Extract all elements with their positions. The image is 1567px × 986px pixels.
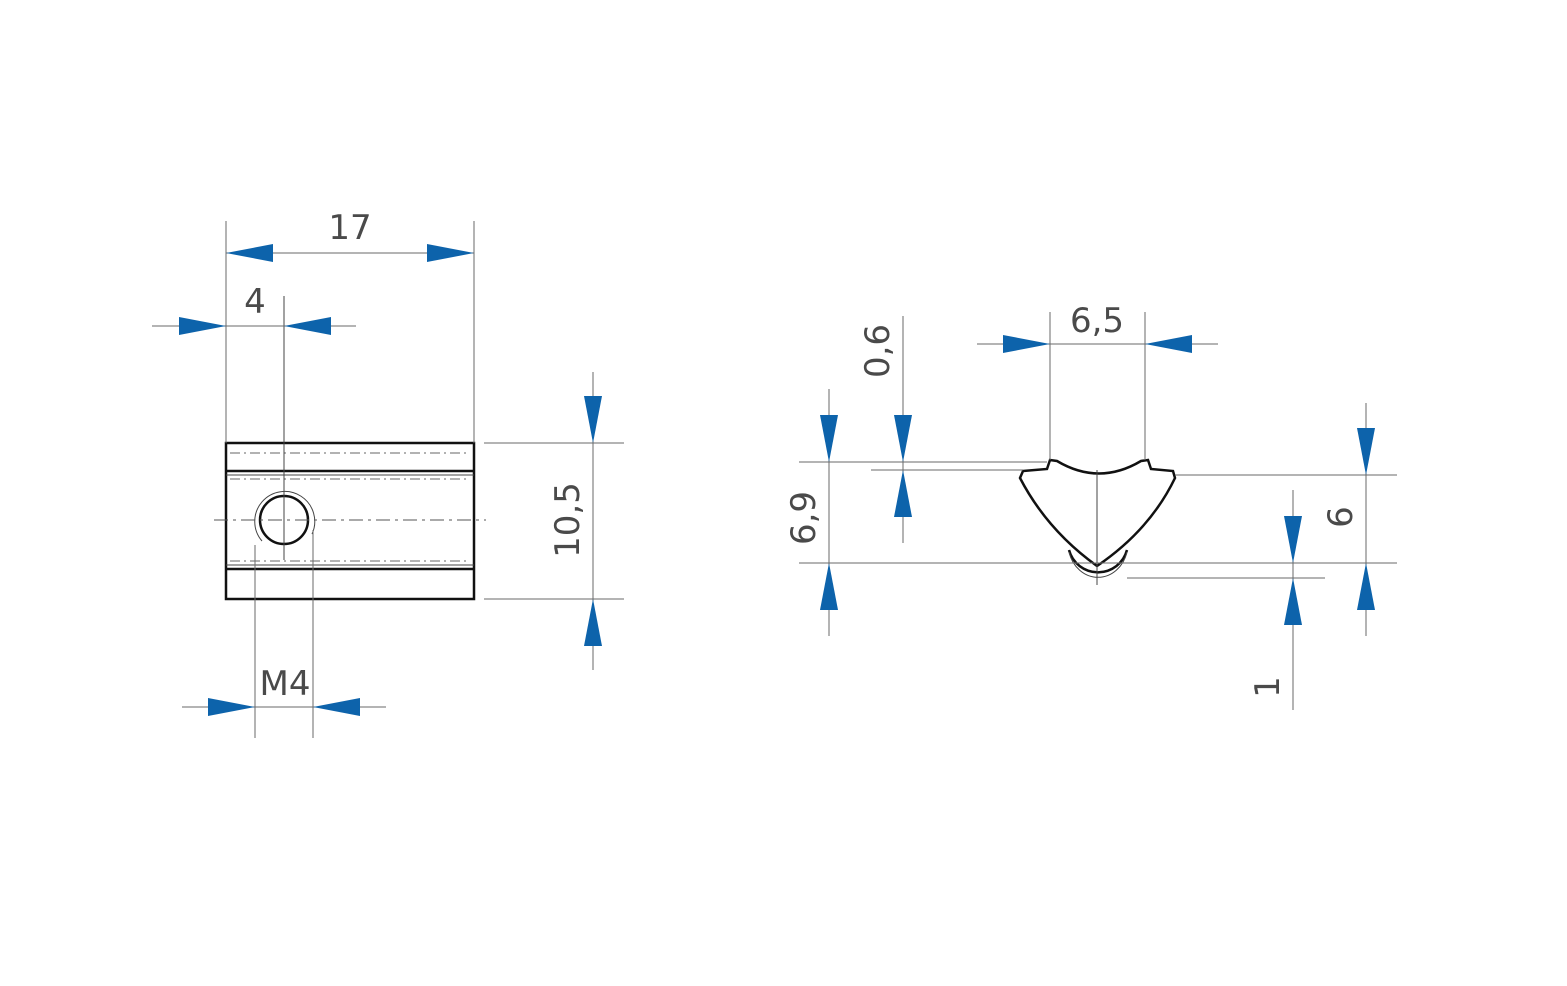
dimension-arrow [584,599,602,646]
spring-dimension-label: 1 [1248,676,1288,698]
dimension-arrow [313,698,360,716]
nut-body-outline [224,441,476,601]
dimension-arrow [894,415,912,462]
dimension-arrow [820,415,838,462]
thread-outer-arc [254,491,316,542]
offset-dimension-label: 4 [244,282,266,322]
thread-dimension-label: M4 [260,664,311,704]
dimension-arrow [226,244,273,262]
total-height-dimension-label: 6,9 [784,491,824,545]
dimension-arrow [1284,516,1302,563]
step-dimension-label: 0,6 [858,324,898,378]
top-width-dimension-label: 6,5 [1070,301,1124,341]
dimension-arrow [1284,578,1302,625]
width-dimension-label: 17 [328,208,371,248]
dimension-arrow [284,317,331,335]
dimension-arrow [1357,563,1375,610]
side-view: 6,5 0,6 6,9 6 1 [784,301,1397,710]
dimension-arrow [179,317,226,335]
dimension-arrow [584,396,602,443]
dimension-arrow [427,244,474,262]
dimension-arrow [1003,335,1050,353]
dimension-arrow [820,563,838,610]
front-view: 17 4 10,5 M4 [152,208,624,738]
dimension-arrow [208,698,255,716]
dimension-arrow [894,470,912,517]
body-height-dimension-label: 6 [1321,506,1361,528]
height-dimension-label: 10,5 [548,482,588,558]
nut-profile-outline [1018,458,1177,568]
spring-ball [1067,549,1129,574]
dimension-arrow [1145,335,1192,353]
dimension-arrow [1357,428,1375,475]
